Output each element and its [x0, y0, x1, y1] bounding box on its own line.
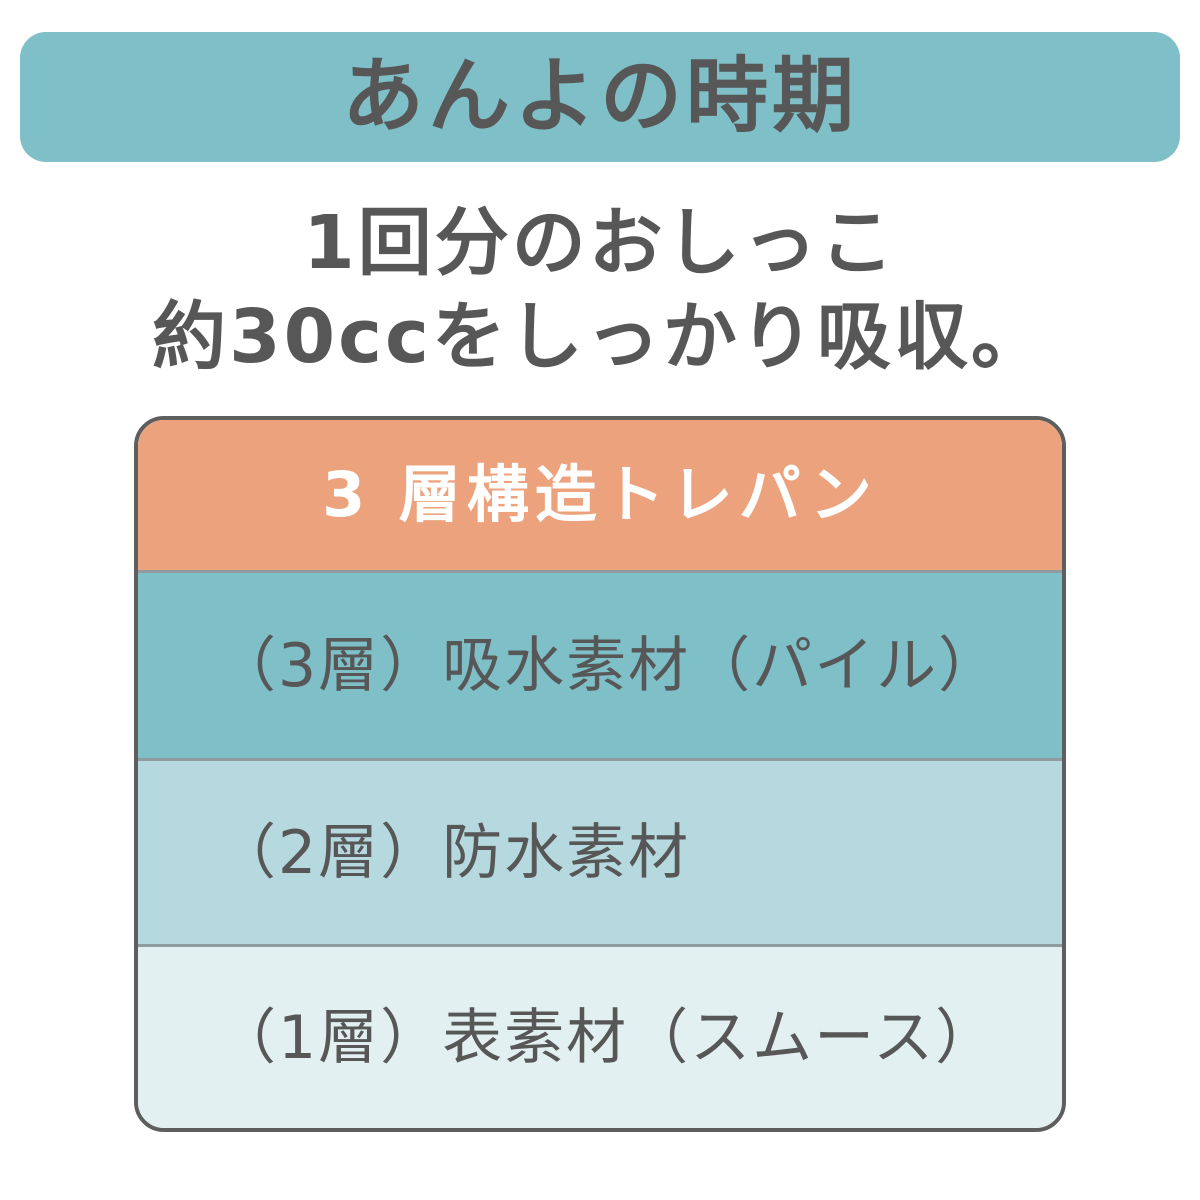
structure-header: 3 層構造トレパン	[138, 420, 1062, 570]
page-title: あんよの時期	[341, 49, 858, 144]
subtitle: 1回分のおしっこ 約30ccをしっかり吸収。	[0, 196, 1200, 384]
layer-structure-box: 3 層構造トレパン （3層）吸水素材（パイル） （2層）防水素材 （1層）表素材…	[134, 416, 1066, 1132]
structure-header-label: 3 層構造トレパン	[322, 458, 878, 531]
layer-1-label: （1層）表素材（スムース）	[216, 1002, 998, 1073]
layer-3-row: （3層）吸水素材（パイル）	[138, 570, 1062, 758]
layer-1-row: （1層）表素材（スムース）	[138, 944, 1062, 1128]
subtitle-line-2: 約30ccをしっかり吸収。	[152, 294, 1048, 380]
title-banner: あんよの時期	[20, 32, 1180, 162]
layer-2-label: （2層）防水素材	[216, 817, 691, 888]
layer-3-label: （3層）吸水素材（パイル）	[216, 630, 1001, 701]
layer-2-row: （2層）防水素材	[138, 758, 1062, 944]
subtitle-line-1: 1回分のおしっこ	[303, 200, 897, 286]
